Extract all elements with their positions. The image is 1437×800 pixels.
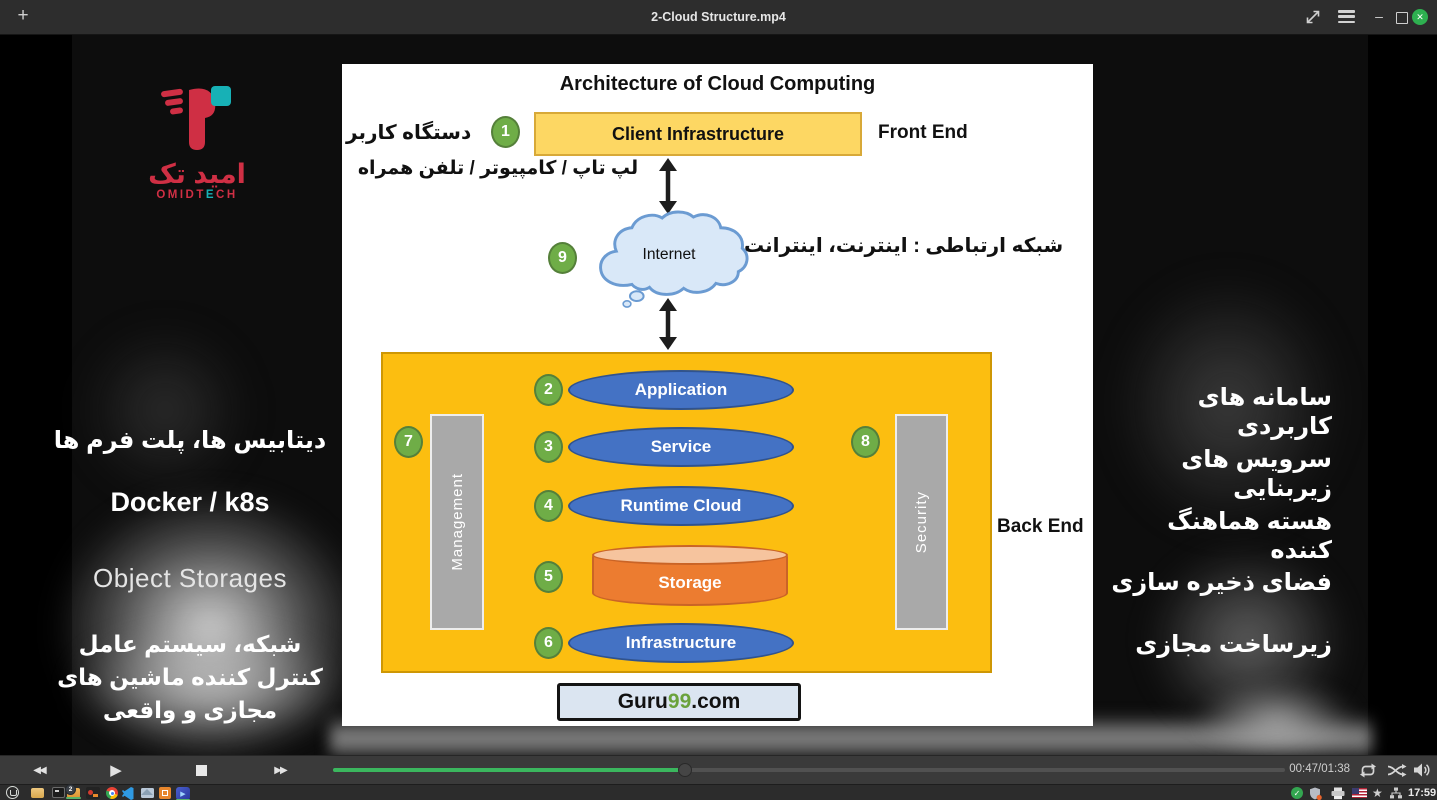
hamburger-menu-icon[interactable] bbox=[1338, 10, 1355, 23]
network-tray-icon[interactable] bbox=[1389, 786, 1403, 800]
slide-title: Architecture of Cloud Computing bbox=[559, 73, 876, 95]
back-end-box: 7 Management 8 Security 2 Application 3 … bbox=[381, 352, 992, 673]
titlebar: + 2-Cloud Structure.mp4 – ✕ bbox=[0, 0, 1437, 35]
caption-network-os-2: کنترل کننده ماشین های bbox=[57, 664, 323, 690]
chrome-browser-icon[interactable] bbox=[106, 786, 118, 799]
mint-menu-button[interactable] bbox=[6, 786, 19, 799]
caption-docker-k8s: Docker / k8s bbox=[110, 487, 270, 517]
number-badge-9: 9 bbox=[548, 242, 577, 274]
repeat-icon[interactable] bbox=[1358, 763, 1378, 783]
file-manager-icon[interactable] bbox=[31, 786, 44, 798]
window-count-badge: 2 bbox=[65, 784, 76, 795]
favorites-star-tray-icon[interactable]: ★ bbox=[1372, 786, 1383, 800]
caption-coordinating-core: هسته هماهنگ کننده bbox=[1167, 508, 1332, 564]
close-button[interactable]: ✕ bbox=[1412, 9, 1428, 25]
number-badge-7: 7 bbox=[394, 426, 423, 458]
printer-tray-icon[interactable] bbox=[1331, 786, 1345, 800]
caption-network-os-1: شبکه، سیستم عامل bbox=[78, 631, 302, 657]
client-fa-label: دستگاه کاربر bbox=[346, 122, 472, 144]
taskbar: 2 ▶ ✓ bbox=[0, 784, 1437, 800]
add-button[interactable]: + bbox=[17, 5, 29, 26]
number-badge-2: 2 bbox=[534, 374, 563, 406]
omidtech-logo-mark bbox=[161, 86, 231, 150]
caption-virtual-infrastructure: زیرساخت مجازی bbox=[1135, 631, 1332, 658]
player-controls: ◀◀ ▶ ▶▶ 00:47/01:38 bbox=[0, 755, 1437, 784]
firewall-shield-tray-icon[interactable] bbox=[1309, 786, 1322, 800]
number-badge-3: 3 bbox=[534, 431, 563, 463]
number-badge-8: 8 bbox=[851, 426, 880, 458]
mail-client-icon[interactable] bbox=[141, 786, 154, 798]
layer-service: Service bbox=[568, 427, 794, 467]
file-manager-windows-icon[interactable]: 2 bbox=[65, 784, 81, 799]
progress-fill bbox=[333, 768, 686, 772]
client-infrastructure-box: Client Infrastructure bbox=[534, 112, 862, 156]
progress-bar[interactable] bbox=[333, 763, 1285, 777]
fast-forward-button[interactable]: ▶▶ bbox=[274, 764, 287, 776]
shuffle-icon[interactable] bbox=[1387, 763, 1407, 783]
screenshot-tool-icon[interactable] bbox=[159, 786, 171, 799]
maximize-button[interactable] bbox=[1396, 12, 1408, 24]
number-badge-4: 4 bbox=[534, 490, 563, 522]
internet-cloud-icon: Internet bbox=[586, 208, 752, 315]
client-fa-sub-label: لپ تاپ / کامپیوتر / تلفن همراه bbox=[357, 158, 639, 179]
double-arrow-icon bbox=[655, 158, 681, 219]
time-display: 00:47/01:38 bbox=[1289, 763, 1350, 775]
omidtech-logo: امید تک OMIDTECH bbox=[118, 80, 276, 202]
caption-storage-space: فضای ذخیره سازی bbox=[1111, 569, 1332, 596]
layer-application: Application bbox=[568, 370, 794, 410]
layer-runtime-cloud: Runtime Cloud bbox=[568, 486, 794, 526]
caption-object-storages: Object Storages bbox=[93, 563, 287, 593]
play-button[interactable]: ▶ bbox=[110, 762, 122, 779]
terminal-icon[interactable] bbox=[52, 786, 65, 798]
updates-ok-tray-icon[interactable]: ✓ bbox=[1291, 786, 1303, 799]
security-bar: Security bbox=[895, 414, 948, 630]
slide: Architecture of Cloud Computing دستگاه ک… bbox=[342, 64, 1093, 726]
caption-infrastructure-services: سرویس های زیربنایی bbox=[1181, 446, 1332, 502]
caption-application-systems: سامانه های کاربردی bbox=[1197, 384, 1332, 440]
image-editor-icon[interactable] bbox=[86, 786, 100, 799]
progress-thumb[interactable] bbox=[678, 763, 693, 777]
double-arrow-icon bbox=[655, 298, 681, 355]
number-badge-5: 5 bbox=[534, 561, 563, 593]
layer-storage: Storage bbox=[658, 573, 722, 592]
running-indicator bbox=[66, 797, 81, 799]
storage-cylinder-top bbox=[592, 545, 788, 565]
number-badge-1: 1 bbox=[491, 116, 520, 148]
caption-network-os-3: مجازی و واقعی bbox=[102, 697, 278, 723]
volume-icon[interactable] bbox=[1413, 762, 1431, 783]
rewind-button[interactable]: ◀◀ bbox=[33, 764, 46, 776]
logo-text-en: OMIDTECH bbox=[156, 189, 238, 201]
keyboard-layout-us-flag-icon[interactable] bbox=[1352, 786, 1367, 798]
front-end-label: Front End bbox=[878, 122, 968, 143]
layer-infrastructure: Infrastructure bbox=[568, 623, 794, 663]
caption-databases-platforms: دیتابیس ها، پلت فرم ها bbox=[53, 427, 327, 454]
minimize-button[interactable]: – bbox=[1375, 8, 1383, 24]
logo-text-fa: امید تک bbox=[148, 159, 246, 189]
internet-cloud-label: Internet bbox=[643, 246, 697, 263]
fullscreen-icon[interactable] bbox=[1304, 8, 1322, 26]
clock[interactable]: 17:59 bbox=[1408, 787, 1437, 799]
media-player-icon[interactable]: ▶ bbox=[176, 786, 190, 800]
network-fa-label: شبکه ارتباطی : اینترنت، اینترانت bbox=[744, 235, 1064, 257]
number-badge-6: 6 bbox=[534, 627, 563, 659]
window-title: 2-Cloud Structure.mp4 bbox=[651, 10, 786, 24]
management-bar: Management bbox=[430, 414, 484, 630]
stop-button[interactable] bbox=[188, 756, 214, 784]
back-end-label: Back End bbox=[997, 516, 1084, 537]
vscode-icon[interactable] bbox=[122, 786, 134, 800]
